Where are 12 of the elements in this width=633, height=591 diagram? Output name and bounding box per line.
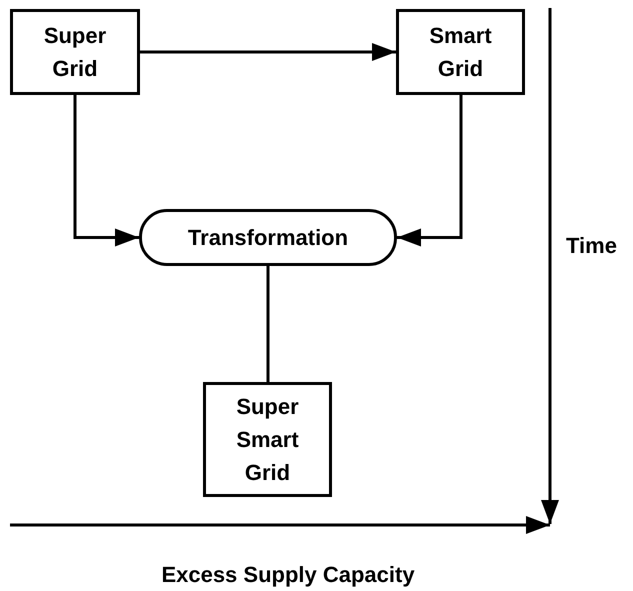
node-label: Smart Grid [428,22,493,83]
node-label: Super Smart Grid [235,393,300,487]
node-label: Super Grid [42,22,108,83]
connector-arrow [140,43,396,61]
node-label: Transformation [186,224,350,252]
connector-arrow [74,95,139,246]
process-box [10,9,140,95]
axis-label: Excess Supply Capacity [160,561,416,589]
connector-arrow [397,95,462,246]
axis-label: Time [566,232,617,260]
process-box [396,9,525,95]
process-box [203,382,332,497]
